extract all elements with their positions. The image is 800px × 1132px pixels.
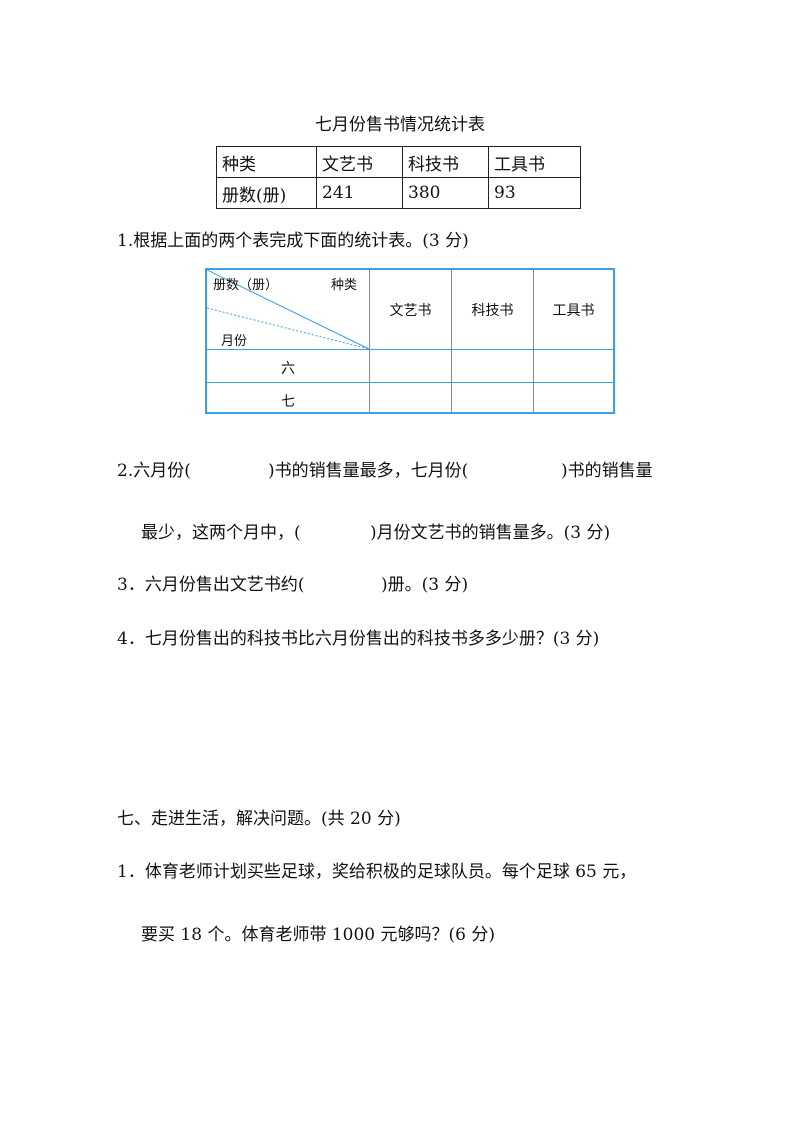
table-cell: 册数(册) (216, 177, 317, 209)
table-cell: 241 (316, 177, 403, 209)
question-3-part2: )册。(3 分) (381, 575, 469, 595)
section-7-question-1-line2: 要买 18 个。体育老师带 1000 元够吗？(6 分) (141, 925, 495, 945)
row-label-july: 七 (281, 394, 295, 410)
question-2-part2: )书的销售量最多，七月份( (268, 461, 469, 481)
table-cell: 科技书 (402, 146, 489, 178)
question-4: 4．七月份售出的科技书比六月份售出的科技书多多少册？(3 分) (117, 629, 600, 649)
question-1: 1.根据上面的两个表完成下面的统计表。(3 分) (117, 231, 469, 251)
table-cell: 93 (488, 177, 581, 209)
blank-statistics-table: 册数（册） 种类 月份 文艺书 科技书 工具书 六 七 (205, 268, 615, 414)
column-divider (369, 270, 370, 412)
column-header: 科技书 (471, 303, 514, 319)
question-2-line2-part1: 最少，这两个月中，( (141, 523, 301, 543)
question-2-part1: 2.六月份( (117, 461, 191, 481)
question-3-part1: 3．六月份售出文艺书约( (117, 575, 305, 595)
table-row: 种类 文艺书 科技书 工具书 (216, 146, 581, 178)
corner-label-category: 种类 (331, 278, 358, 293)
table-row: 册数(册) 241 380 93 (216, 177, 581, 209)
column-divider (533, 270, 534, 412)
question-2-part3: )书的销售量 (561, 461, 653, 481)
section-7-heading: 七、走进生活，解决问题。(共 20 分) (117, 809, 401, 829)
column-header: 文艺书 (389, 303, 432, 319)
table-cell: 380 (402, 177, 489, 209)
column-divider (451, 270, 452, 412)
table-cell: 工具书 (488, 146, 581, 178)
row-divider (207, 382, 613, 383)
corner-label-quantity: 册数（册） (213, 278, 279, 293)
july-table-title: 七月份售书情况统计表 (315, 115, 485, 135)
table-cell: 种类 (216, 146, 317, 178)
row-divider (207, 349, 613, 350)
question-2-line2-part2: )月份文艺书的销售量多。(3 分) (370, 523, 611, 543)
column-header: 工具书 (552, 303, 595, 319)
section-7-question-1-line1: 1．体育老师计划买些足球，奖给积极的足球队员。每个足球 65 元， (117, 862, 637, 882)
diagonal-header-lines (207, 270, 370, 350)
july-sales-table: 种类 文艺书 科技书 工具书 册数(册) 241 380 93 (216, 146, 581, 209)
row-label-june: 六 (281, 361, 295, 377)
table-cell: 文艺书 (316, 146, 403, 178)
corner-label-month: 月份 (221, 334, 248, 349)
